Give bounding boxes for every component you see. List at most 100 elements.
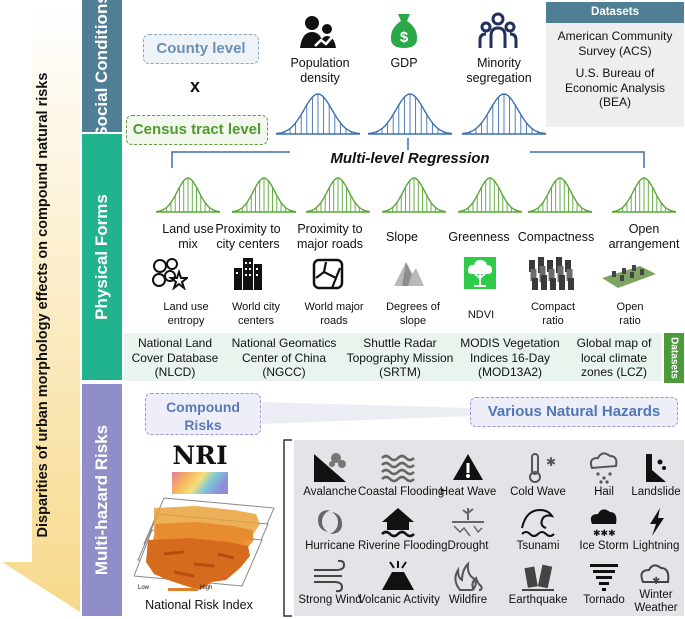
population-icon <box>300 16 336 48</box>
tsunami-icon <box>521 508 555 537</box>
county-level-box: County level <box>143 34 259 64</box>
section-bar-social: Social Conditions <box>82 0 122 138</box>
hazard-label-16: Earthquake <box>508 594 568 606</box>
money-bag-icon: $ <box>390 14 418 48</box>
social-curve-1 <box>275 93 361 135</box>
hazard-label-13: Strong Wind <box>298 594 362 606</box>
hurricane-icon <box>318 510 342 534</box>
side-title: Disparities of urban morphology effects … <box>35 72 51 538</box>
cross-symbol: x <box>190 76 201 96</box>
nri-map-stack <box>134 497 275 591</box>
multi-level-regression-label: Multi-level Regression <box>290 150 530 167</box>
social-var-2: GDP <box>390 56 418 70</box>
physical-curve-3 <box>305 177 371 213</box>
hazard-icons: ✱✱✱✱✱ <box>314 452 670 593</box>
physical-var-4: Slope <box>386 230 418 244</box>
hail-icon <box>589 452 618 484</box>
physical-curve-5 <box>457 177 523 213</box>
svg-text:✱: ✱ <box>546 455 556 469</box>
slope-mountain-icon <box>394 262 424 286</box>
hazard-label-9: Drought <box>447 540 489 552</box>
social-datasets-body: American Community Survey (ACS) U.S. Bur… <box>546 23 684 127</box>
nri-caption: National Risk Index <box>145 598 253 612</box>
map-legend-low: Low <box>138 585 150 591</box>
physical-curve-1 <box>155 177 221 213</box>
physical-curve-2 <box>231 177 297 213</box>
left-arrow-background <box>2 2 80 612</box>
physical-var-6: Compactness <box>517 230 595 244</box>
hazard-label-12: Lightning <box>632 540 680 552</box>
physical-curve-6 <box>527 177 593 213</box>
hazard-label-2: Coastal Flooding <box>358 486 445 498</box>
people-group-icon <box>478 12 518 48</box>
map-legend-high: High <box>200 585 213 591</box>
nri-logo: NRI <box>172 441 228 470</box>
svg-text:$: $ <box>400 29 409 46</box>
hazard-label-14: Volcanic Activity <box>358 594 440 606</box>
hazard-label-4: Cold Wave <box>510 486 566 498</box>
hazard-label-7: Hurricane <box>305 540 355 552</box>
hazard-label-17: Tornado <box>583 594 625 606</box>
drought-icon <box>452 508 484 537</box>
social-curve-3 <box>461 93 547 135</box>
physical-var-5: Greenness <box>448 230 510 244</box>
landslide-icon <box>646 454 666 482</box>
strong-wind-icon <box>314 559 346 593</box>
physical-distribution-curves <box>155 177 677 213</box>
hazard-label-15: Wildfire <box>448 594 488 606</box>
hazard-panel <box>294 440 684 616</box>
census-tract-level-box: Census tract level <box>126 115 268 145</box>
svg-text:✱: ✱ <box>652 576 660 587</box>
social-datasets-header: Datasets <box>546 2 684 23</box>
hazard-label-1: Avalanche <box>303 486 357 498</box>
city-buildings-icon <box>234 258 262 290</box>
cold-wave-icon: ✱ <box>529 453 556 483</box>
various-natural-hazards-box: Various Natural Hazards <box>470 397 678 427</box>
winter-weather-icon: ✱ <box>640 564 670 587</box>
tornado-icon <box>590 564 618 591</box>
volcano-icon <box>382 561 414 590</box>
road-map-icon <box>312 258 344 290</box>
open-blocks-icon <box>602 265 656 288</box>
wildfire-icon <box>454 561 483 591</box>
hazard-label-11: Ice Storm <box>579 540 629 552</box>
section-bar-risk: Multi-hazard Risks <box>82 384 122 616</box>
social-distribution-curves <box>275 93 547 135</box>
riverine-flooding-icon <box>381 508 415 538</box>
heat-wave-icon <box>453 454 483 480</box>
compound-connector <box>262 402 470 424</box>
avalanche-icon <box>314 453 346 482</box>
compact-blocks-icon <box>529 257 574 290</box>
physical-curve-4 <box>381 177 447 213</box>
lightning-icon <box>650 508 664 536</box>
nri-logo-stripes <box>172 472 228 494</box>
social-curve-2 <box>367 93 453 135</box>
hazard-label-6: Landslide <box>631 486 681 498</box>
section-bar-physical: Physical Forms <box>82 134 122 380</box>
earthquake-icon <box>522 564 554 591</box>
ice-storm-icon: ✱✱✱ <box>590 509 617 539</box>
hazard-label-8: Riverine Flooding <box>358 540 448 552</box>
hazard-bracket <box>283 439 292 617</box>
hazard-label-10: Tsunami <box>516 540 560 552</box>
entropy-icon <box>152 258 188 290</box>
